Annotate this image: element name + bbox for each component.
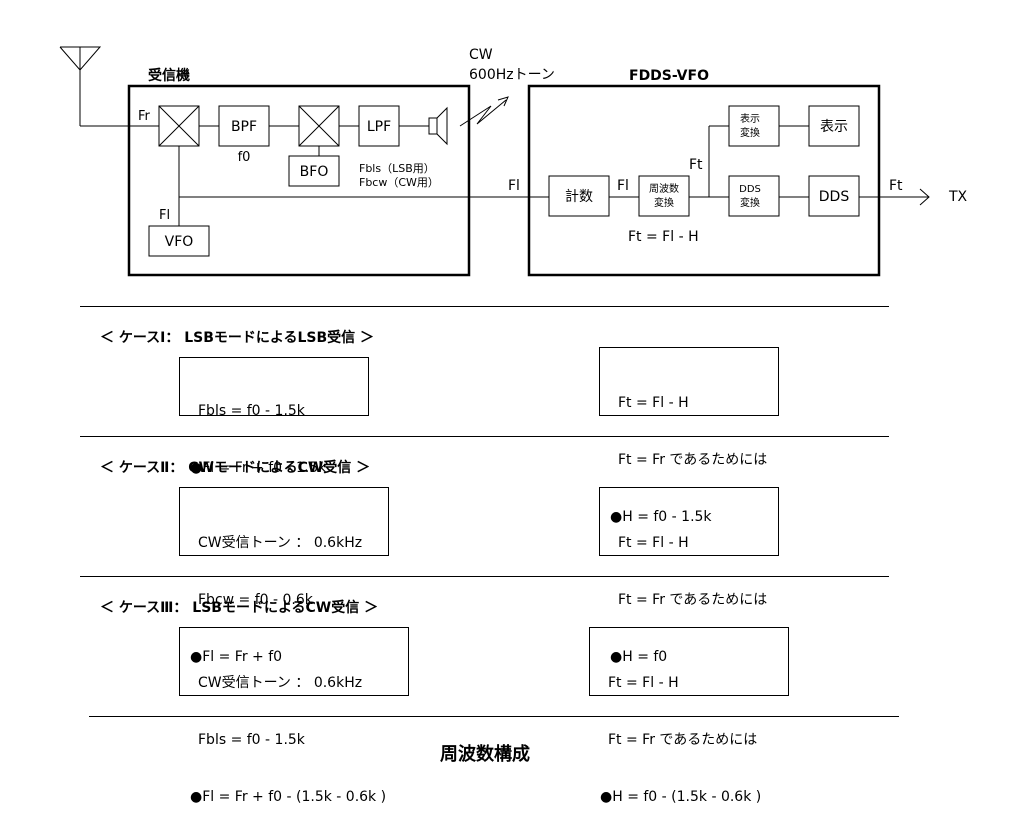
display-label: 表示 — [820, 119, 848, 135]
freq-conv-line1: 周波数 — [649, 182, 679, 195]
freq-conv-line2: 変換 — [654, 196, 674, 209]
fr-label: Fr — [138, 109, 151, 124]
case-2-title: ＜ ケースⅡ： CWモードによるCW受信 ＞ — [100, 460, 371, 476]
speaker-icon — [428, 106, 448, 146]
separator-2 — [80, 436, 889, 437]
case-2-right-line-1: Ft = Fl - H — [618, 535, 689, 551]
separator-1 — [80, 306, 889, 307]
case-2-right-line-2: Ft = Fr であるためには — [618, 592, 768, 608]
dds-label: DDS — [819, 189, 850, 205]
sound-wave-icon — [459, 96, 509, 127]
mixer-1 — [158, 105, 200, 147]
case-3-right-line-3: ●H = f0 - (1.5k - 0.6k ) — [600, 789, 762, 805]
dds-conv-line2: 変換 — [740, 196, 760, 209]
lpf-block — [358, 105, 400, 147]
disp-conv-block — [728, 105, 780, 147]
counter-label: 計数 — [565, 189, 593, 205]
case-1-title: ＜ ケースⅠ： LSBモードによるLSB受信 ＞ — [100, 330, 375, 346]
fbls-note: Fbls（LSB用） — [359, 162, 435, 175]
case-2-left-box: CW受信トーン ： 0.6kHz Fbcw = f0 - 0.6k ●Fl = … — [179, 487, 389, 665]
fl-out-label: Fl — [508, 178, 520, 194]
case-1-left-box: Fbls = f0 - 1.5k ●Fl = Fr + f0 - 1.5k — [179, 357, 369, 476]
cw-label: CW — [469, 47, 493, 63]
case-2-right-line-3: ●H = f0 — [610, 649, 668, 665]
receiver-frame — [127, 84, 471, 277]
disp-conv-line2: 変換 — [740, 126, 760, 139]
case-1-left-line-1: Fbls = f0 - 1.5k — [198, 403, 305, 419]
case-1-right-line-3: ●H = f0 - 1.5k — [610, 509, 712, 525]
case-2-right-box: Ft = Fl - H Ft = Fr であるためには ●H = f0 — [599, 487, 779, 665]
tone-label: 600Hzトーン — [469, 67, 555, 83]
case-1-right-box: Ft = Fl - H Ft = Fr であるためには ●H = f0 - 1.… — [599, 347, 779, 525]
case-3-left-line-2: Fbls = f0 - 1.5k — [198, 732, 305, 748]
case-3-right-box: Ft = Fl - H Ft = Fr であるためには ●H = f0 - (1… — [589, 627, 789, 805]
case-3-right-line-1: Ft = Fl - H — [608, 675, 679, 691]
separator-3 — [80, 576, 889, 577]
counter-block — [548, 175, 610, 217]
separator-4 — [89, 716, 899, 717]
mixer-2 — [298, 105, 340, 147]
dds-conv-block — [728, 175, 780, 217]
tx-arrow-icon — [919, 188, 930, 206]
case-1-right-line-2: Ft = Fr であるためには — [618, 452, 768, 468]
vfo-block — [148, 225, 210, 257]
block-diagram: 受信機 Fr BPF f0 BFO Fbls（LSB用） Fbcw（CW用） L… — [59, 46, 968, 277]
case-3-left-line-3: ●Fl = Fr + f0 - (1.5k - 0.6k ) — [190, 789, 387, 805]
bpf-label: BPF — [231, 119, 257, 135]
ft-out-label: Ft — [889, 178, 903, 194]
vfo-label: VFO — [165, 234, 194, 250]
case-3-title: ＜ ケースⅢ： LSBモードによるCW受信 ＞ — [100, 600, 379, 616]
display-block — [808, 105, 860, 147]
fdds-frame — [527, 84, 881, 277]
formula-label: Ft = Fl - H — [628, 229, 699, 245]
antenna-icon — [59, 46, 102, 126]
lpf-label: LPF — [367, 119, 391, 135]
f0-label: f0 — [238, 150, 251, 165]
ft-up-label: Ft — [689, 157, 703, 173]
case-2-left-line-1: CW受信トーン ： 0.6kHz — [198, 535, 363, 551]
case-3-left-line-1: CW受信トーン ： 0.6kHz — [198, 675, 363, 691]
bfo-label: BFO — [300, 164, 329, 180]
dds-block — [808, 175, 860, 217]
case-1-right-line-1: Ft = Fl - H — [618, 395, 689, 411]
vfo-fl-label: Fl — [159, 208, 170, 223]
page-footer-title: 周波数構成 — [440, 744, 530, 765]
fbcw-note: Fbcw（CW用） — [359, 176, 439, 189]
fdds-title: FDDS-VFO — [629, 68, 709, 84]
fl-mid-label: Fl — [617, 178, 629, 194]
receiver-title: 受信機 — [148, 67, 190, 84]
disp-conv-line1: 表示 — [740, 112, 760, 125]
bpf-block — [218, 105, 270, 147]
case-3-right-line-2: Ft = Fr であるためには — [608, 732, 758, 748]
case-2-left-line-3: ●Fl = Fr + f0 — [190, 649, 283, 665]
case-3-left-box: CW受信トーン ： 0.6kHz Fbls = f0 - 1.5k ●Fl = … — [179, 627, 409, 805]
tx-label: TX — [948, 189, 968, 205]
dds-conv-line1: DDS — [739, 184, 761, 195]
freq-conv-block — [638, 175, 690, 217]
case-2-left-line-2: Fbcw = f0 - 0.6k — [198, 592, 313, 608]
bfo-block — [288, 155, 340, 187]
case-1-left-line-2: ●Fl = Fr + f0 - 1.5k — [190, 460, 327, 476]
